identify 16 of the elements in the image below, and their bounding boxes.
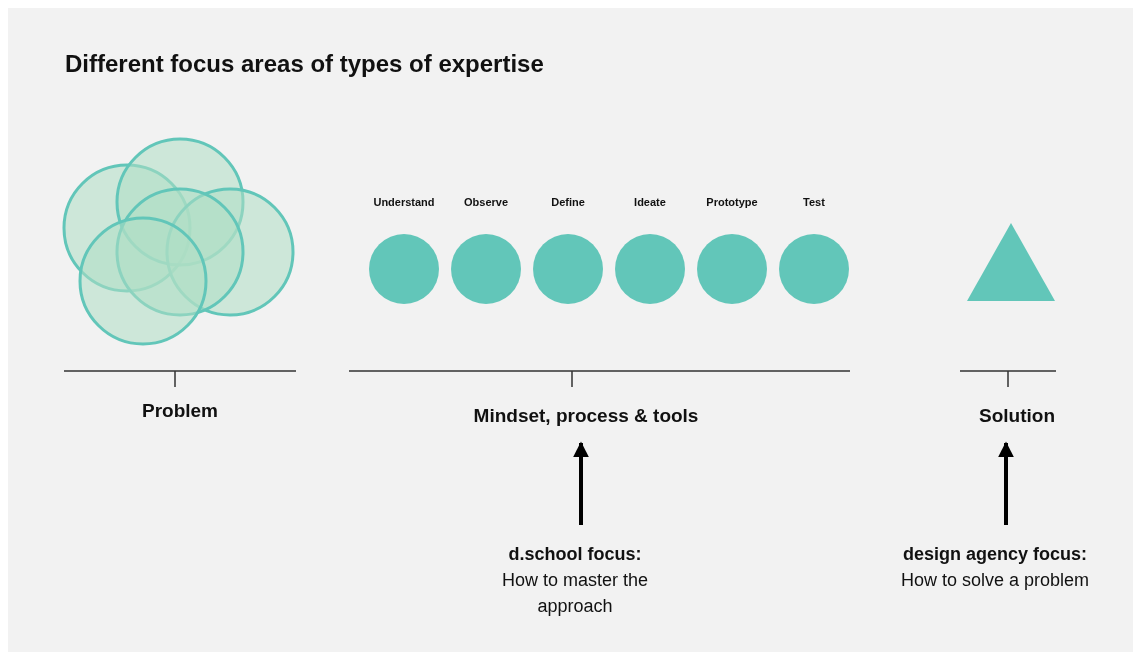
step-label: Observe [463,196,509,208]
step-label: Ideate [633,196,667,208]
arrow [573,441,589,525]
focus-description: How to solve a problem [899,569,1091,592]
focus-description: How to master the approach [500,569,650,618]
arrow [998,441,1014,525]
focus-heading: design agency focus: [901,543,1088,566]
diagram-title: Different focus areas of types of expertise [65,50,544,78]
step-label: Test [802,196,826,208]
focus-heading: d.school focus: [507,543,643,566]
step-label: Define [550,196,586,208]
step-label: Understand [372,196,436,208]
step-label: Prototype [705,196,759,208]
stage-label: Problem [141,400,219,422]
stage-label: Mindset, process & tools [472,405,700,427]
stage-label: Solution [978,405,1056,427]
